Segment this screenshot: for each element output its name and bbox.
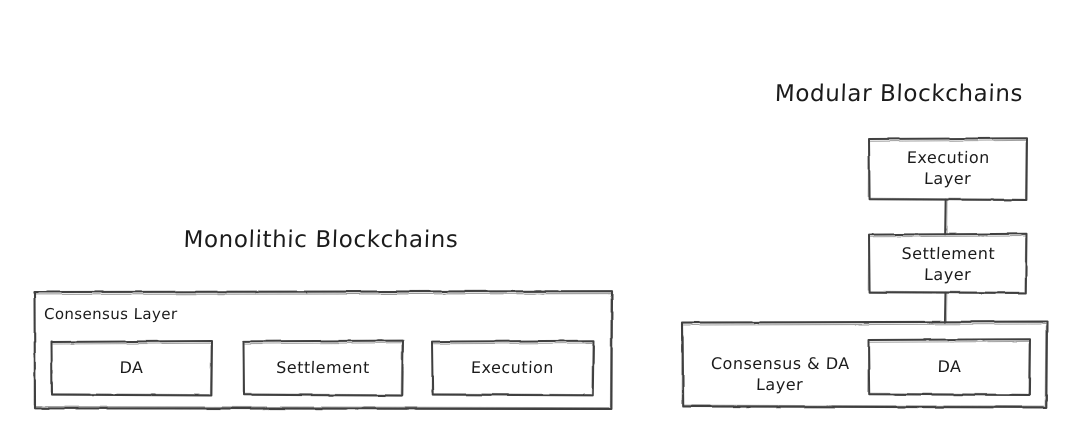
modular-da-box-shape: [867, 338, 1031, 396]
modular-execution-box-shape: [867, 137, 1028, 201]
modular-settlement-box-shape: [867, 232, 1028, 294]
modular-consensus-da-box-shape: [681, 320, 1049, 409]
connector-settlement-consensus-shape: [943, 291, 948, 324]
monolithic-panel-title: Monolithic Blockchains: [183, 227, 459, 253]
monolithic-da-box[interactable]: [51, 341, 212, 396]
monolithic-execution-box[interactable]: [432, 340, 594, 396]
monolithic-settlement-box-shape: [242, 339, 404, 397]
modular-da-box[interactable]: [868, 339, 1030, 395]
monolithic-outer-box-shape: [33, 290, 614, 411]
modular-panel-title: Modular Blockchains: [774, 81, 1024, 107]
monolithic-settlement-box[interactable]: [243, 340, 403, 396]
monolithic-execution-box-shape: [431, 339, 595, 397]
modular-settlement-layer-box[interactable]: [869, 234, 1027, 293]
monolithic-da-box-shape: [50, 340, 213, 397]
modular-execution-layer-box[interactable]: [869, 138, 1027, 200]
connector-execution-settlement-shape: [944, 198, 948, 236]
